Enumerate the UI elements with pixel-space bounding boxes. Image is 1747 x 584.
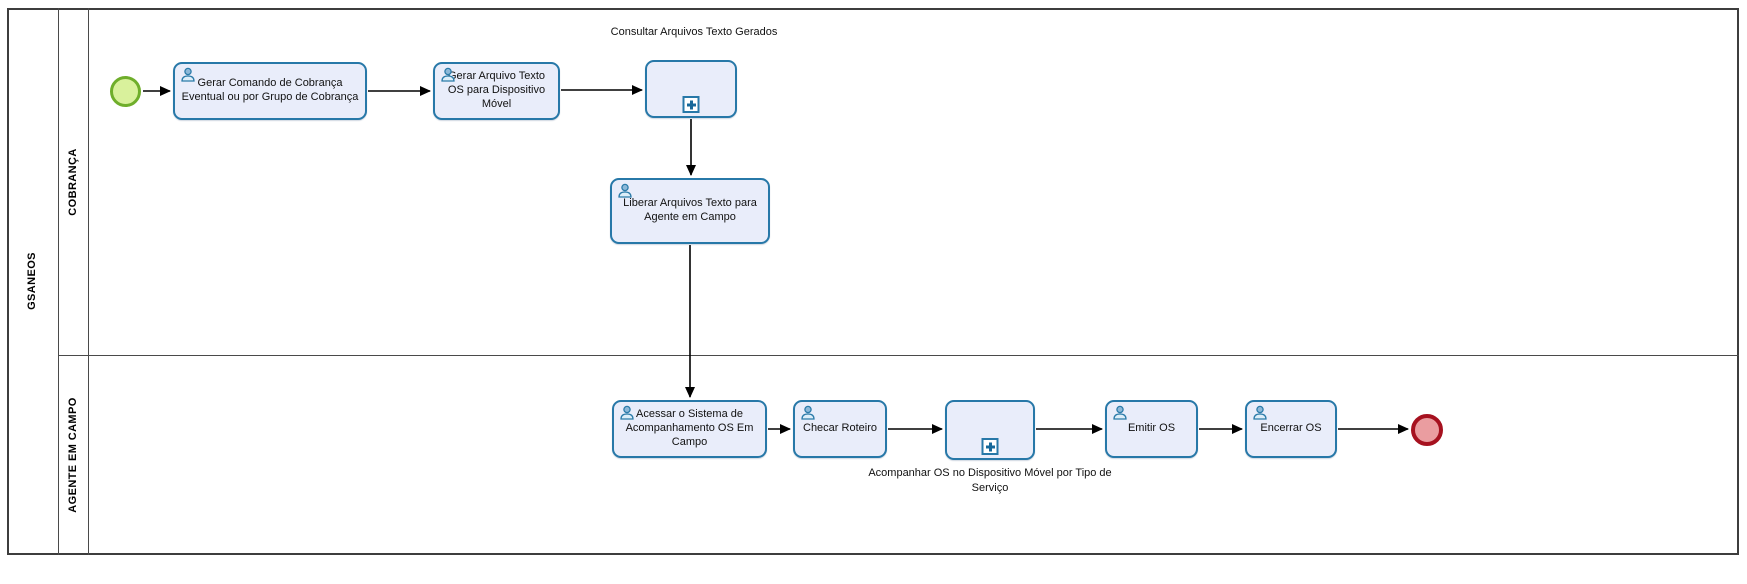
plus-icon[interactable] (682, 96, 700, 113)
lane-label-agente-em-campo: AGENTE EM CAMPO (67, 397, 79, 513)
subprocess-acompanhar-os[interactable] (945, 400, 1035, 460)
user-icon (800, 405, 816, 420)
task-gerar-comando-cobranca[interactable]: Gerar Comando de Cobrança Eventual ou po… (173, 62, 367, 120)
task-checar-roteiro[interactable]: Checar Roteiro (793, 400, 887, 458)
lane-separator (58, 355, 1739, 356)
start-event[interactable] (110, 76, 141, 107)
task-acessar-sistema[interactable]: Acessar o Sistema de Acompanhamento OS E… (612, 400, 767, 458)
lane-label-divider (88, 8, 89, 555)
task-label: Gerar Arquivo Texto OS para Dispositivo … (447, 70, 546, 110)
user-icon (440, 67, 456, 82)
user-icon (1112, 405, 1128, 420)
pool-gsaneos (7, 8, 1739, 555)
task-label: Liberar Arquivos Texto para Agente em Ca… (623, 197, 757, 223)
pool-label: GSANEOS (26, 252, 38, 310)
subprocess-consultar-label: Consultar Arquivos Texto Gerados (610, 26, 778, 38)
task-liberar-arquivos[interactable]: Liberar Arquivos Texto para Agente em Ca… (610, 178, 770, 244)
task-label: Checar Roteiro (803, 422, 877, 435)
lane-label-cobranca: COBRANÇA (67, 148, 79, 216)
end-event[interactable] (1411, 414, 1443, 446)
subprocess-acompanhar-label: Acompanhar OS no Dispositivo Móvel por T… (868, 467, 1112, 494)
user-icon (1252, 405, 1268, 420)
task-gerar-arquivo-texto[interactable]: Gerar Arquivo Texto OS para Dispositivo … (433, 62, 560, 120)
pool-label-divider (58, 8, 59, 555)
plus-icon[interactable] (981, 438, 999, 455)
user-icon (619, 405, 635, 420)
subprocess-consultar-arquivos[interactable] (645, 60, 737, 118)
task-encerrar-os[interactable]: Encerrar OS (1245, 400, 1337, 458)
task-label: Encerrar OS (1260, 422, 1322, 435)
task-emitir-os[interactable]: Emitir OS (1105, 400, 1198, 458)
task-label: Gerar Comando de Cobrança Eventual ou po… (181, 77, 359, 103)
user-icon (180, 67, 196, 82)
user-icon (617, 183, 633, 198)
task-label: Emitir OS (1127, 422, 1176, 435)
task-label: Acessar o Sistema de Acompanhamento OS E… (625, 408, 754, 448)
